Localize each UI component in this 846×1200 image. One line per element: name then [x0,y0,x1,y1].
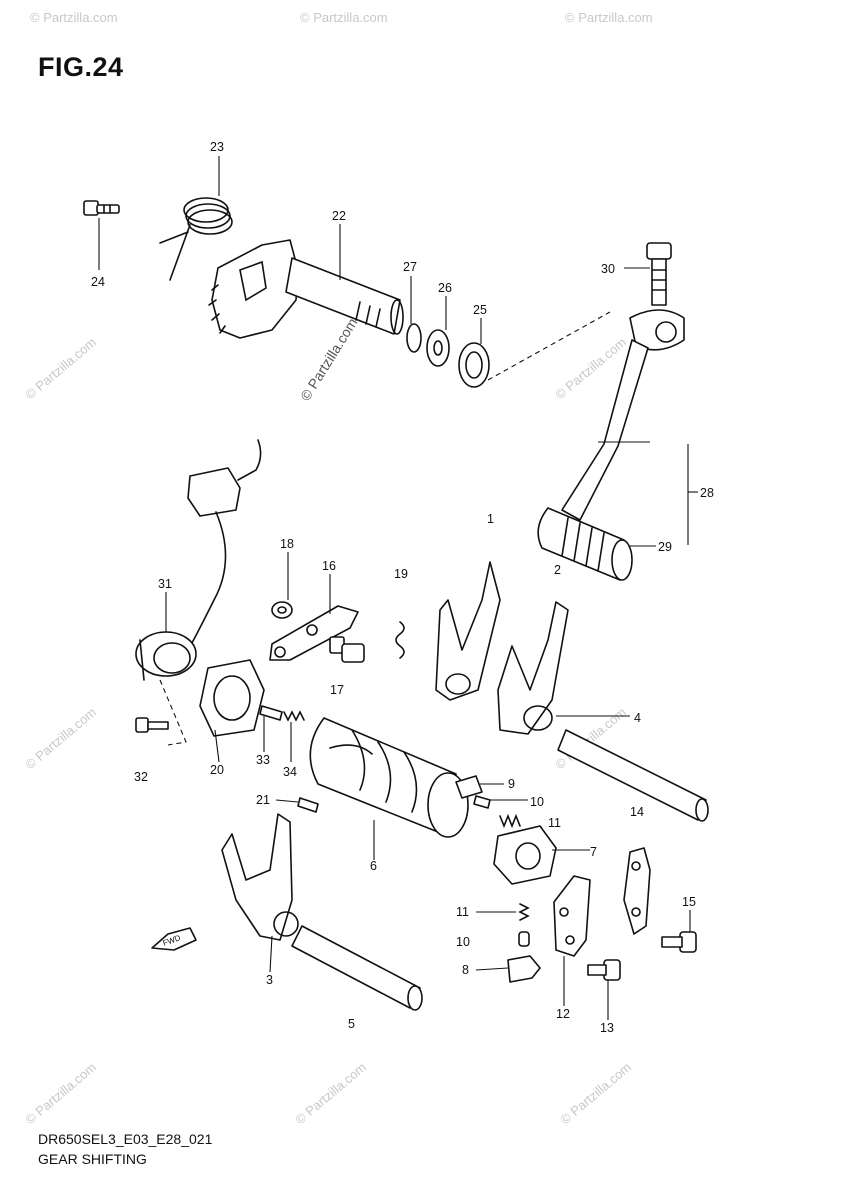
part-11-spring [499,813,521,829]
watermark: © Partzilla.com [565,10,653,25]
watermark: © Partzilla.com [22,334,99,402]
part-28-gearshift-lever [561,309,685,521]
part-18-washer [271,601,293,619]
part-33-pin [259,705,283,721]
part-29-lever-rubber [537,507,633,581]
callout-11a: 11 [548,816,561,830]
callout-16: 16 [322,559,336,573]
callout-33: 33 [256,753,270,767]
part-25-oil-seal [458,342,490,388]
watermark: © Partzilla.com [22,1059,99,1127]
callout-25: 25 [473,303,487,317]
callout-18: 18 [280,537,294,551]
part-16-cam-stopper [269,605,359,661]
callout-29: 29 [658,540,672,554]
watermark: © Partzilla.com [30,10,118,25]
callout-28: 28 [700,486,714,500]
watermark: © Partzilla.com [300,10,388,25]
callout-6: 6 [370,859,377,873]
diagram-code: DR650SEL3_E03_E28_021 [38,1131,213,1147]
part-27-circlip [406,323,422,353]
part-31-gear-position-switch [135,439,262,681]
watermark-center: © Partzilla.com [297,315,361,403]
callout-20: 20 [210,763,224,777]
callout-23: 23 [210,140,224,154]
part-34-spring [283,710,305,722]
callout-24: 24 [91,275,105,289]
callout-21: 21 [256,793,270,807]
callout-19: 19 [394,567,408,581]
watermark: © Partzilla.com [292,1059,369,1127]
part-9-pin [455,775,483,799]
fwd-arrow-icon: FWD [151,927,197,951]
callout-3: 3 [266,973,273,987]
figure-title: FIG.24 [38,52,124,82]
callout-27: 27 [403,260,417,274]
part-3-shift-fork [221,813,299,941]
part-6-shift-cam [309,717,469,838]
part-24-bolt [83,200,120,216]
callout-11b: 11 [456,905,469,919]
part-20-shift-cam-gear [199,659,265,737]
callout-15: 15 [682,895,696,909]
callout-10a: 10 [530,795,544,809]
watermark: © Partzilla.com [22,704,99,772]
callout-30: 30 [601,262,615,276]
assembly-line [159,679,187,746]
callout-17: 17 [330,683,344,697]
callout-1: 1 [487,512,494,526]
callout-labels: 1 2 3 4 5 6 7 8 9 10 10 11 11 12 13 14 1… [91,140,714,1035]
callout-5: 5 [348,1017,355,1031]
part-13-screw [587,959,621,981]
part-23-spring [159,197,233,281]
callout-13: 13 [600,1021,614,1035]
part-11-spring-lower [518,903,530,921]
part-2-shift-fork [497,601,569,735]
callout-8: 8 [462,963,469,977]
part-plate-retainer [623,847,651,935]
callout-10b: 10 [456,935,470,949]
callout-9: 9 [508,777,515,791]
part-30-bolt [646,242,672,306]
part-26-washer [426,329,450,367]
part-22-shift-shaft [208,239,404,339]
part-1-shift-fork [435,561,501,701]
part-21-pin [297,797,319,813]
part-14-fork-shaft [557,729,709,822]
diagram-name: GEAR SHIFTING [38,1151,147,1167]
part-8-stopper [507,955,541,983]
watermark: © Partzilla.com [557,1059,634,1127]
part-10-pin [473,795,491,809]
callout-2: 2 [554,563,561,577]
leader-lines [98,156,698,1020]
callout-31: 31 [158,577,172,591]
callout-4: 4 [634,711,641,725]
part-7-cam-plate [493,825,557,885]
part-17-bolt [329,636,365,663]
callout-14: 14 [630,805,644,819]
part-10-pin-lower [518,931,530,947]
callout-26: 26 [438,281,452,295]
callout-7: 7 [590,845,597,859]
part-12-cam-guide [553,875,591,957]
part-5-fork-shaft [291,925,423,1011]
part-32-screw [135,717,169,733]
callout-22: 22 [332,209,346,223]
callout-32: 32 [134,770,148,784]
callout-34: 34 [283,765,297,779]
part-15-bolt [661,931,697,953]
callout-12: 12 [556,1007,570,1021]
part-19-spring [395,621,405,659]
